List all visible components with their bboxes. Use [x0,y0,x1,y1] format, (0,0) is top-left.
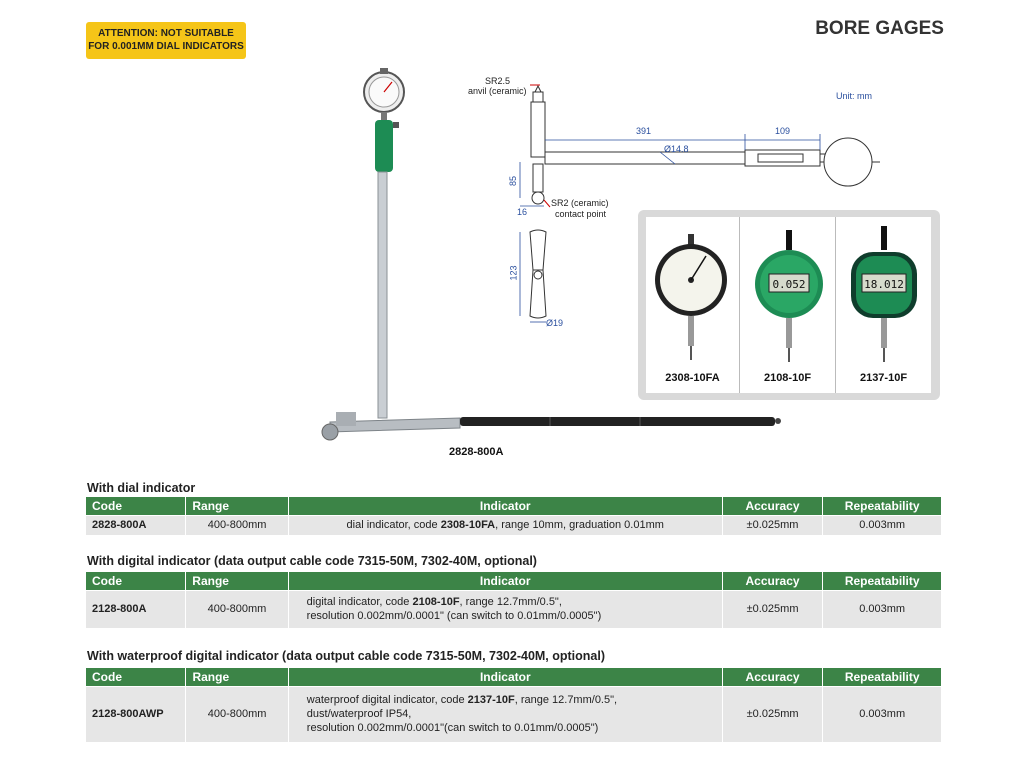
section-title-waterproof: With waterproof digital indicator (data … [87,649,606,663]
cell-range: 400-800mm [185,515,289,535]
main-model-label: 2828-800A [449,446,504,458]
cell-accuracy: ±0.025mm [722,515,824,535]
gage-shaft [377,171,388,419]
dim-123: 123 [508,265,519,281]
waterproof-digital-indicator-icon: 18.012 [851,226,917,362]
attention-line-2: FOR 0.001MM DIAL INDICATORS [88,41,244,52]
dim-391: 391 [636,126,652,136]
cell-indicator: digital indicator, code 2108-10F, range … [288,590,723,628]
col-indicator: Indicator [288,572,723,591]
col-code: Code [86,497,187,516]
table-row: 2128-800AWP 400-800mm waterproof digital… [86,686,942,742]
spec-table-dial: Code Range Indicator Accuracy Repeatabil… [86,497,942,535]
cell-accuracy: ±0.025mm [722,590,824,628]
technical-drawing [519,84,880,323]
sr2-label: SR2 (ceramic) [551,198,609,208]
dim-109: 109 [775,126,791,136]
table-row: 2128-800A 400-800mm digital indicator, c… [86,590,942,628]
col-repeatability: Repeatability [822,497,942,516]
indicator-label-2137: 2137-10F [859,372,908,384]
section-title-digital: With digital indicator (data output cabl… [87,554,537,568]
cell-repeatability: 0.003mm [822,686,942,742]
section-title-dial: With dial indicator [87,481,196,495]
contact-point-label: contact point [555,209,607,219]
dim-85: 85 [508,175,519,187]
indicator-label-2108: 2108-10F [763,372,812,384]
unit-label: Unit: mm [836,91,872,101]
col-accuracy: Accuracy [722,572,824,591]
col-range: Range [185,668,289,687]
col-indicator: Indicator [288,668,723,687]
cell-range: 400-800mm [185,590,289,628]
col-accuracy: Accuracy [722,668,824,687]
svg-text:0.052: 0.052 [772,278,805,291]
digital-indicator-icon: 0.052 [755,230,823,362]
green-grip [375,120,393,172]
dim-diameter-14-8: Ø14.8 [664,144,689,154]
attention-line-1: ATTENTION: NOT SUITABLE [98,28,234,39]
svg-text:18.012: 18.012 [864,278,904,291]
cell-repeatability: 0.003mm [822,590,942,628]
col-range: Range [185,497,289,516]
dim-diameter-19: Ø19 [546,318,564,328]
col-repeatability: Repeatability [822,668,942,687]
col-repeatability: Repeatability [822,572,942,591]
extension-handle [460,417,775,426]
cell-repeatability: 0.003mm [822,515,942,535]
cell-range: 400-800mm [185,686,289,742]
anvil-label: anvil (ceramic) [468,86,527,96]
cell-indicator: waterproof digital indicator, code 2137-… [288,686,723,742]
sr25-label: SR2.5 [485,76,511,86]
dial-indicator-icon [655,234,727,360]
cell-code: 2128-800A [86,590,187,628]
col-range: Range [185,572,289,591]
table-row: 2828-800A 400-800mm dial indicator, code… [86,515,942,535]
attention-badge: ATTENTION: NOT SUITABLE FOR 0.001MM DIAL… [86,22,246,59]
cell-code: 2828-800A [86,515,187,535]
dim-16: 16 [517,207,528,217]
indicator-label-2308: 2308-10FA [665,372,720,384]
cell-indicator: dial indicator, code 2308-10FA, range 10… [288,515,723,535]
col-accuracy: Accuracy [722,497,824,516]
page-title: BORE GAGES [815,18,944,39]
spec-table-waterproof: Code Range Indicator Accuracy Repeatabil… [86,668,942,742]
col-code: Code [86,572,187,591]
col-indicator: Indicator [288,497,723,516]
spec-table-digital: Code Range Indicator Accuracy Repeatabil… [86,572,942,628]
col-code: Code [86,668,187,687]
cell-accuracy: ±0.025mm [722,686,824,742]
indicator-images: 0.052 18.012 [655,226,917,362]
cell-code: 2128-800AWP [86,686,187,742]
bore-gage-illustration [321,68,781,441]
